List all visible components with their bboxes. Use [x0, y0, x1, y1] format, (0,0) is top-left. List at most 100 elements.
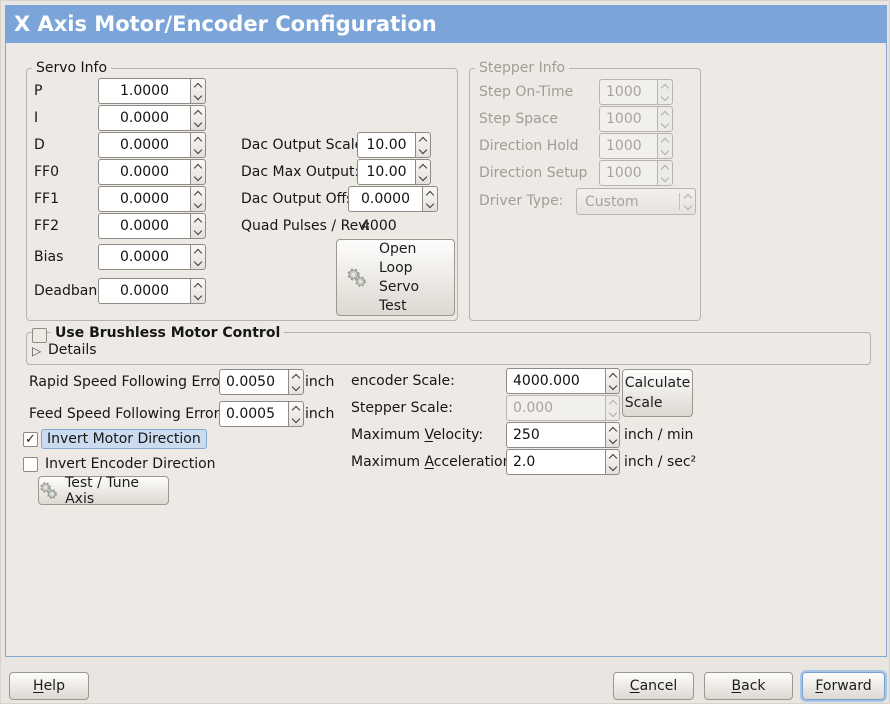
spin-up-icon[interactable] [292, 373, 300, 381]
bias-spinbox[interactable]: 0.0000 [98, 244, 206, 270]
step-on-time-label: Step On-Time [479, 84, 573, 100]
i-entry[interactable]: 0.0000 [98, 105, 190, 131]
deadband-entry[interactable]: 0.0000 [98, 278, 190, 304]
encoder-scale-spinbox[interactable]: 4000.000 [506, 368, 620, 394]
spin-down-icon[interactable] [194, 118, 202, 126]
calculate-scale-button[interactable]: Calculate Scale [622, 369, 693, 417]
open-loop-servo-test-button[interactable]: Open Loop Servo Test [336, 239, 455, 316]
dac-output-scale-spinbox[interactable]: 10.00 [357, 132, 431, 158]
invert-motor-label[interactable]: Invert Motor Direction [41, 429, 207, 449]
spin-up-icon[interactable] [194, 217, 202, 225]
spin-down-icon[interactable] [292, 382, 300, 390]
ff2-spinbox[interactable]: 0.0000 [98, 213, 206, 239]
spin-down-icon[interactable] [426, 199, 434, 207]
spin-up-icon[interactable] [194, 109, 202, 117]
maximum-acceleration-spinbox[interactable]: 2.0 [506, 449, 620, 475]
spin-up-icon[interactable] [292, 405, 300, 413]
spin-down-icon[interactable] [194, 257, 202, 265]
spin-up-icon[interactable] [194, 190, 202, 198]
maximum-acceleration-entry[interactable]: 2.0 [506, 449, 605, 475]
deadband-spinbox[interactable]: 0.0000 [98, 278, 206, 304]
dac-output-offset-entry[interactable]: 0.0000 [348, 186, 422, 212]
spin-arrows[interactable] [605, 368, 620, 394]
spin-down-icon[interactable] [194, 199, 202, 207]
spin-up-icon[interactable] [608, 372, 616, 380]
maximum-velocity-entry[interactable]: 250 [506, 422, 605, 448]
ff0-spinbox[interactable]: 0.0000 [98, 159, 206, 185]
spin-arrows[interactable] [288, 401, 304, 427]
ff2-spin-arrows[interactable] [190, 213, 206, 239]
invert-motor-checkbox[interactable]: ✓ [23, 432, 38, 447]
spin-arrows[interactable] [415, 159, 431, 185]
spin-down-icon[interactable] [292, 414, 300, 422]
bias-entry[interactable]: 0.0000 [98, 244, 190, 270]
rapid-following-error-entry[interactable]: 0.0050 [219, 369, 288, 395]
spin-down-icon[interactable] [608, 381, 616, 389]
dac-output-scale-entry[interactable]: 10.00 [357, 132, 415, 158]
spin-up-icon[interactable] [419, 163, 427, 171]
dac-output-offset-spinbox[interactable]: 0.0000 [348, 186, 438, 212]
spin-up-icon[interactable] [194, 82, 202, 90]
dac-max-output-spinbox[interactable]: 10.00 [357, 159, 431, 185]
details-expander-label[interactable]: Details [48, 342, 97, 358]
use-brushless-label[interactable]: Use Brushless Motor Control [51, 325, 284, 341]
spin-down-icon[interactable] [194, 172, 202, 180]
spin-up-icon[interactable] [419, 136, 427, 144]
spin-arrows[interactable] [605, 449, 620, 475]
spin-up-icon[interactable] [608, 453, 616, 461]
ff1-spinbox[interactable]: 0.0000 [98, 186, 206, 212]
spin-up-icon[interactable] [194, 282, 202, 290]
details-expander-icon[interactable]: ▷ [32, 344, 41, 358]
p-spin-arrows[interactable] [190, 78, 206, 104]
test-tune-axis-button[interactable]: Test / Tune Axis [38, 476, 169, 505]
d-entry[interactable]: 0.0000 [98, 132, 190, 158]
invert-encoder-checkbox[interactable] [23, 457, 38, 472]
spin-down-icon[interactable] [194, 291, 202, 299]
forward-button[interactable]: Forward [802, 672, 885, 700]
spin-down-icon[interactable] [608, 462, 616, 470]
step-space-spinbox: 1000 [599, 106, 673, 132]
maximum-velocity-spinbox[interactable]: 250 [506, 422, 620, 448]
spin-arrows[interactable] [288, 369, 304, 395]
spin-arrows[interactable] [605, 422, 620, 448]
spin-down-icon[interactable] [419, 145, 427, 153]
spin-arrows[interactable] [422, 186, 438, 212]
p-entry[interactable]: 1.0000 [98, 78, 190, 104]
back-button[interactable]: Back [704, 672, 793, 700]
spin-up-icon[interactable] [194, 248, 202, 256]
d-spinbox[interactable]: 0.0000 [98, 132, 206, 158]
rapid-following-error-spinbox[interactable]: 0.0050 [219, 369, 304, 395]
help-button[interactable]: Help [9, 672, 89, 700]
spin-down-icon[interactable] [194, 91, 202, 99]
spin-up-icon[interactable] [426, 190, 434, 198]
deadband-spin-arrows[interactable] [190, 278, 206, 304]
ff1-spin-arrows[interactable] [190, 186, 206, 212]
ff2-entry[interactable]: 0.0000 [98, 213, 190, 239]
bias-spin-arrows[interactable] [190, 244, 206, 270]
dac-max-output-entry[interactable]: 10.00 [357, 159, 415, 185]
p-spinbox[interactable]: 1.0000 [98, 78, 206, 104]
spin-up-icon[interactable] [608, 426, 616, 434]
spin-down-icon[interactable] [608, 435, 616, 443]
i-spinbox[interactable]: 0.0000 [98, 105, 206, 131]
ff0-spin-arrows[interactable] [190, 159, 206, 185]
spin-up-icon[interactable] [194, 136, 202, 144]
spin-down-icon[interactable] [194, 226, 202, 234]
ff1-entry[interactable]: 0.0000 [98, 186, 190, 212]
i-spin-arrows[interactable] [190, 105, 206, 131]
spin-arrows[interactable] [415, 132, 431, 158]
use-brushless-checkbox[interactable] [32, 328, 47, 343]
spin-down-icon[interactable] [194, 145, 202, 153]
ff0-entry[interactable]: 0.0000 [98, 159, 190, 185]
spin-down-icon[interactable] [419, 172, 427, 180]
spin-up-icon[interactable] [194, 163, 202, 171]
d-spin-arrows[interactable] [190, 132, 206, 158]
spin-down-icon [661, 92, 669, 100]
cancel-button[interactable]: Cancel [613, 672, 694, 700]
invert-encoder-label[interactable]: Invert Encoder Direction [45, 456, 216, 472]
feed-following-error-entry[interactable]: 0.0005 [219, 401, 288, 427]
feed-following-error-spinbox[interactable]: 0.0005 [219, 401, 304, 427]
encoder-scale-entry[interactable]: 4000.000 [506, 368, 605, 394]
quad-pulses-label: Quad Pulses / Rev: [241, 218, 371, 234]
stepper-scale-entry: 0.000 [506, 395, 605, 421]
